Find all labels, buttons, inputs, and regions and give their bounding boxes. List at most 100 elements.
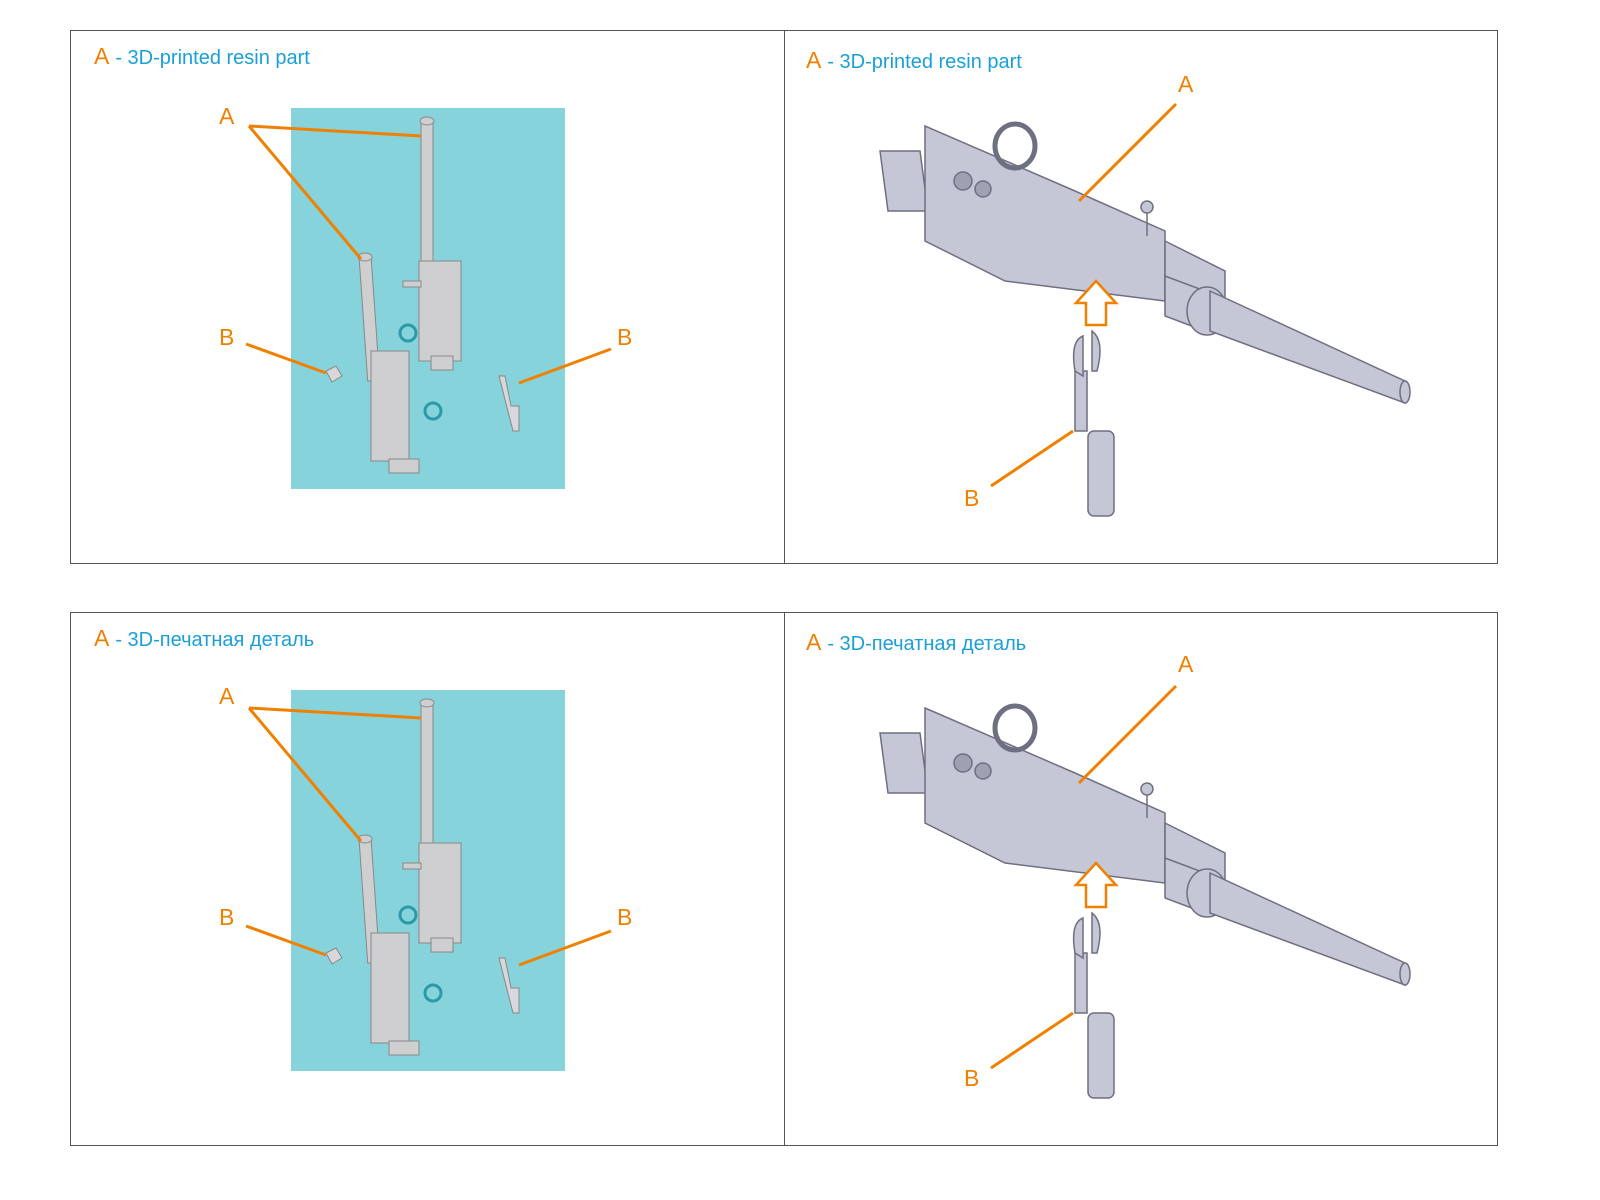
illustration-shape [325,947,343,965]
illustration-shape [245,706,612,967]
illustration-shape [418,842,462,944]
leader-line-a [1077,102,1178,203]
illustration-shape [419,116,435,126]
mount-parts-b [325,365,520,432]
illustration-shape [398,905,418,925]
leader-line-a1 [248,706,422,720]
legend-key: A [94,625,110,651]
gun-part-upright [402,116,462,371]
leader-line-b-left [245,924,327,957]
illustration-shape [498,957,520,1014]
panel-title: A- 3D-printed resin part [94,43,310,70]
illustration-shape [953,171,973,191]
assembly-arrow-icon [1073,279,1119,327]
legend-text: - 3D-printed resin part [827,51,1022,73]
callout-a: A [219,683,235,709]
panel-title: A- 3D-печатная деталь [94,625,314,652]
callout-b: B [964,1065,980,1091]
leader-line-b-right [518,347,612,385]
callout-b: B [964,485,980,511]
section-russian: A- 3D-печатная деталь A B B A- 3D-печатн… [70,612,1498,1146]
illustration-shape [430,355,454,371]
illustration-shape [1209,289,1406,405]
legend-text: - 3D-печатная деталь [827,633,1027,655]
handwheel-parts [398,323,443,421]
illustration-shape [402,280,422,288]
illustration-svg [879,102,1411,517]
illustration-shape [974,762,992,780]
illustration-shape [388,1040,420,1056]
callout-b-right: B [617,904,633,930]
panel-assembly-view: A- 3D-printed resin part A B [784,31,1498,563]
illustration-shape [1087,1012,1115,1099]
illustration-svg [879,684,1411,1099]
callout-b-right: B [617,324,633,350]
illustration-shape [1074,370,1088,432]
illustration-shape [1140,782,1154,796]
legend-text: - 3D-печатная деталь [115,629,315,651]
legend-key: A [94,43,110,69]
mount-parts-b [325,947,520,1014]
illustration-shape [1074,952,1088,1014]
illustration-shape [990,684,1178,1070]
leader-line-a1 [248,124,422,138]
illustration-shape [1072,911,1101,960]
leader-line-a2 [247,707,363,842]
illustration-shape [1209,871,1406,987]
callout-a: A [1178,651,1194,677]
illustration-shape [879,732,929,794]
leader-line-b [990,1011,1074,1070]
leader-line-a [1077,684,1178,785]
illustration-shape [1399,962,1411,986]
illustration-shape [498,375,520,432]
illustration-svg [245,108,612,489]
panel-title: A- 3D-печатная деталь [806,629,1026,656]
illustration-shape [992,121,1038,171]
illustration-shape [430,937,454,953]
illustration-shape [370,932,410,1044]
leader-line-a2 [247,125,363,260]
illustration-shape [423,983,443,1003]
section-english: A- 3D-printed resin part A B B A- 3D-pri… [70,30,1498,564]
machine-gun-model [879,703,1411,1099]
machine-gun-model [879,121,1411,517]
callout-b-left: B [219,904,235,930]
illustration-shape [879,150,929,212]
illustration-shape [419,698,435,708]
panel-sprue-view: A- 3D-printed resin part A B B [71,31,784,563]
illustration-shape [388,458,420,474]
legend-key: A [806,47,822,73]
panel-assembly-view: A- 3D-печатная деталь A B [784,613,1498,1145]
illustration-shape [974,180,992,198]
gun-part-tilted [357,252,420,474]
illustration-shape [992,703,1038,753]
callout-b-left: B [219,324,235,350]
legend-key: A [806,629,822,655]
illustration-shape [325,365,343,383]
illustration-shape [1399,380,1411,404]
illustration-shape [370,350,410,462]
gun-part-tilted [357,834,420,1056]
illustration-shape [420,700,434,852]
illustration-shape [1087,430,1115,517]
gun-part-upright [402,698,462,953]
callout-a: A [219,103,235,129]
illustration-shape [1072,329,1101,378]
assembly-arrow-icon [1073,861,1119,909]
illustration-shape [398,323,418,343]
illustration-shape [418,260,462,362]
leader-line-b [990,429,1074,488]
illustration-shape [990,102,1178,488]
leader-line-b-left [245,342,327,375]
handwheel-parts [398,905,443,1003]
panel-sprue-view: A- 3D-печатная деталь A B B [71,613,784,1145]
callout-a: A [1178,71,1194,97]
illustration-shape [402,862,422,870]
illustration-shape [245,124,612,385]
leader-line-b-right [518,929,612,967]
illustration-shape [953,753,973,773]
legend-text: - 3D-printed resin part [115,47,310,69]
illustration-shape [420,118,434,270]
illustration-shape [423,401,443,421]
panel-title: A- 3D-printed resin part [806,47,1022,74]
